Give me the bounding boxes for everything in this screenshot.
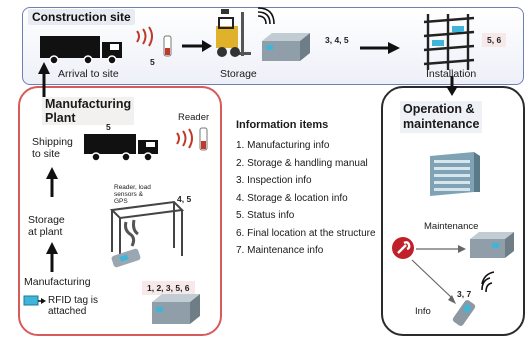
construction-site-title: Construction site bbox=[28, 9, 135, 25]
plant-title-line2: Plant bbox=[45, 111, 76, 125]
plant-title: Manufacturing Plant bbox=[42, 97, 135, 125]
info-item-3: 3. Inspection info bbox=[236, 175, 312, 186]
arrow-manufacturing-to-storage bbox=[46, 242, 58, 272]
arrow-storage-to-shipping bbox=[46, 167, 58, 197]
info-item-6: 6. Final location at the structure bbox=[236, 227, 376, 239]
shipping-label-line2: to site bbox=[32, 148, 61, 160]
arrow-to-arrival bbox=[38, 62, 50, 98]
forklift-icon bbox=[216, 9, 251, 57]
maintenance-label: Maintenance bbox=[424, 221, 479, 232]
plant-rfid-reader-icon bbox=[199, 127, 208, 151]
office-building-icon bbox=[430, 152, 480, 196]
info-item-5: 5. Status info bbox=[236, 210, 295, 221]
plant-truck-icon bbox=[84, 134, 158, 162]
reader-sensors-line1: Reader, load bbox=[114, 184, 151, 191]
storage-info-numbers: 3, 4, 5 bbox=[325, 35, 349, 45]
stored-component-icon bbox=[262, 33, 310, 61]
handheld-signal-icon bbox=[481, 271, 495, 293]
reader-sensors-line2: sensors & bbox=[114, 191, 143, 198]
info-handheld-reader-icon bbox=[452, 300, 476, 326]
operation-maintenance-title: Operation & maintenance bbox=[400, 101, 483, 133]
installation-label: Installation bbox=[426, 68, 477, 80]
wireless-signal-icon bbox=[257, 7, 275, 25]
info-label: Info bbox=[415, 306, 431, 317]
plant-rfid-wave-icon bbox=[176, 128, 193, 149]
info-item-2: 2. Storage & handling manual bbox=[236, 157, 368, 169]
shipping-label-line1: Shipping bbox=[32, 136, 73, 148]
reader-label: Reader bbox=[178, 112, 210, 123]
handheld-reader-icon bbox=[111, 248, 141, 268]
rfid-tag-icon bbox=[23, 295, 46, 306]
info-item-7: 7. Maintenance info bbox=[236, 245, 324, 256]
storage-at-plant-line2: at plant bbox=[28, 226, 63, 238]
rfid-wave-icon bbox=[136, 26, 153, 47]
arrow-to-info-reader bbox=[411, 259, 456, 304]
truck-info-numbers: 5 bbox=[150, 57, 155, 67]
rfid-attached-label: RFID tag is attached bbox=[48, 295, 98, 317]
crane-info-numbers: 4, 5 bbox=[177, 194, 192, 204]
rfid-reader-icon bbox=[163, 35, 172, 57]
information-items-list: 1. Manufacturing info 2. Storage & handl… bbox=[236, 140, 376, 263]
installation-info-numbers: 5, 6 bbox=[482, 33, 507, 47]
info-item-1: 1. Manufacturing info bbox=[236, 140, 330, 151]
information-items-title: Information items bbox=[236, 119, 329, 131]
storage-label: Storage bbox=[220, 68, 257, 80]
maintained-component-icon bbox=[470, 232, 514, 258]
rfid-attached-line1: RFID tag is bbox=[48, 295, 99, 306]
reader-sensors-gps-label: Reader, load sensors & GPS bbox=[114, 184, 151, 205]
storage-at-plant-label: Storage at plant bbox=[28, 214, 65, 238]
reader-sensors-line3: GPS bbox=[114, 198, 128, 205]
manufacturing-label: Manufacturing bbox=[24, 276, 91, 288]
gantry-crane-icon bbox=[109, 200, 185, 260]
shipping-to-site-label: Shipping to site bbox=[32, 136, 73, 160]
shipping-info-numbers: 5 bbox=[106, 122, 111, 132]
arrow-to-storage bbox=[182, 40, 212, 52]
plant-title-line1: Manufacturing bbox=[45, 97, 132, 111]
storage-at-plant-line1: Storage bbox=[28, 214, 65, 226]
maintenance-tool-icon bbox=[392, 237, 414, 259]
om-title-line2: maintenance bbox=[403, 117, 480, 131]
arrow-to-operation bbox=[446, 76, 458, 96]
truck-icon bbox=[40, 36, 122, 65]
precast-component-icon bbox=[152, 294, 200, 324]
building-frame-icon bbox=[423, 14, 475, 70]
info-item-4: 4. Storage & location info bbox=[236, 192, 348, 204]
arrow-to-maintained-component bbox=[416, 245, 466, 253]
rfid-attached-line2: attached bbox=[48, 306, 87, 317]
arrow-to-installation bbox=[360, 42, 400, 54]
om-info-numbers: 3, 7 bbox=[457, 289, 472, 299]
component-info-numbers: 1, 2, 3, 5, 6 bbox=[142, 281, 195, 295]
arrival-to-site-label: Arrival to site bbox=[58, 68, 119, 80]
om-title-line1: Operation & bbox=[403, 102, 475, 116]
